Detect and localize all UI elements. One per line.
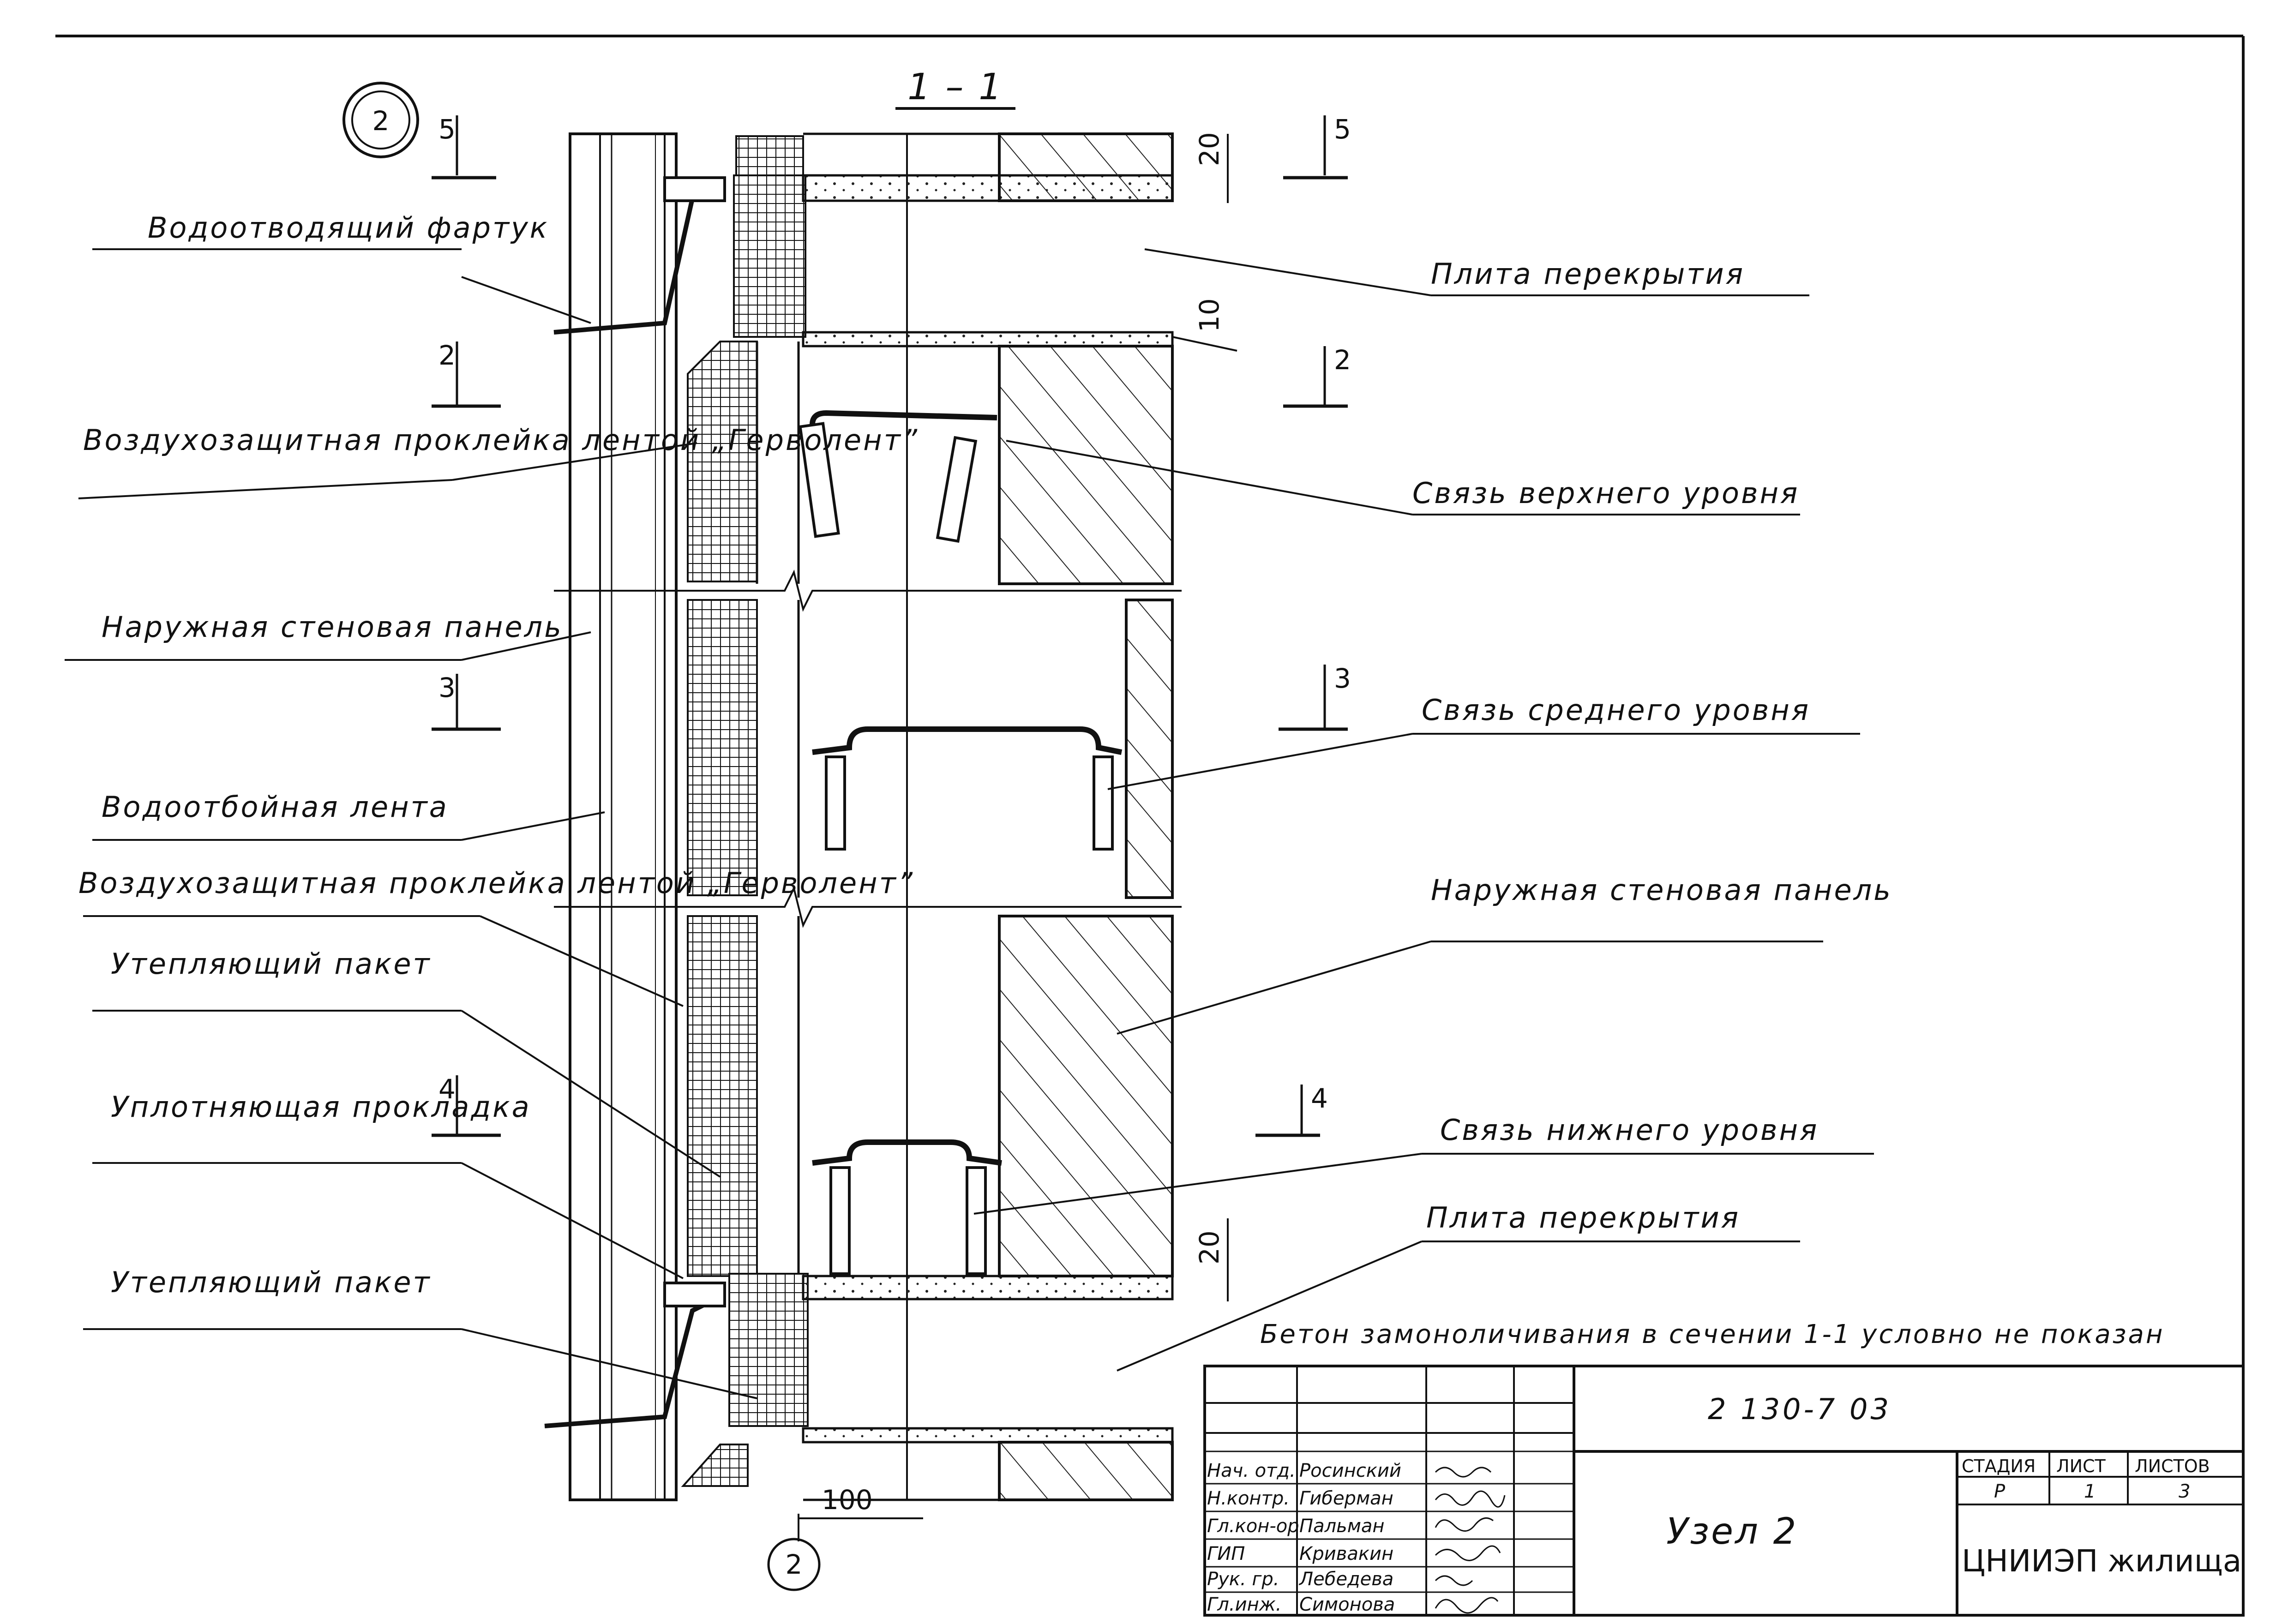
label-floor-slab-top: Плита перекрытия <box>1144 248 1809 296</box>
dimension-top-20: 20 <box>1194 132 1229 203</box>
stage-header: СТАДИЯ <box>1962 1456 2036 1476</box>
role-3: Гл.кон-ор <box>1207 1516 1299 1537</box>
svg-text:3: 3 <box>438 672 456 703</box>
svg-text:10: 10 <box>1194 298 1225 332</box>
label-drip-apron-text: Водоотводящий фартук <box>148 211 549 245</box>
tie-upper <box>799 410 997 543</box>
section-title-text: 1 – 1 <box>907 66 1003 108</box>
cut-marker-4-left: 4 <box>432 1073 501 1137</box>
joint-cavity <box>756 134 908 1500</box>
label-drip-apron: Водоотводящий фартук <box>92 211 591 324</box>
label-sealing-gasket-text: Уплотняющая прокладка <box>111 1090 531 1124</box>
role-1: Нач. отд. <box>1207 1460 1296 1481</box>
stage-value: Р <box>1994 1481 2006 1502</box>
name-5: Лебедева <box>1298 1569 1393 1590</box>
name-4: Кривакин <box>1299 1543 1393 1564</box>
name-2: Гиберман <box>1299 1488 1393 1509</box>
organization: ЦНИИЭП жилища <box>1962 1543 2241 1579</box>
insulation <box>681 135 809 1487</box>
dimension-bottom-20: 20 <box>1194 1218 1229 1301</box>
svg-text:4: 4 <box>1311 1083 1328 1114</box>
label-tie-middle-text: Связь среднего уровня <box>1422 693 1810 727</box>
label-insulation-2: Утепляющий пакет <box>83 1265 757 1399</box>
cut-marker-2-right: 2 <box>1283 344 1351 408</box>
name-1: Росинский <box>1299 1460 1401 1481</box>
drawing-title: Узел 2 <box>1666 1511 1798 1552</box>
sheet-value: 1 <box>2084 1481 2096 1502</box>
title-block: 2 130-7 03 Узел 2 СТАДИЯ ЛИСТ ЛИСТОВ Р 1… <box>1203 1365 2245 1617</box>
role-6: Гл.инж. <box>1207 1594 1281 1615</box>
sheets-header: ЛИСТОВ <box>2135 1456 2210 1476</box>
tie-middle <box>812 726 1123 851</box>
label-floor-slab-bottom-text: Плита перекрытия <box>1426 1201 1740 1234</box>
svg-text:100: 100 <box>822 1484 873 1516</box>
tie-lower <box>812 1139 1002 1275</box>
node-marker-bottom: 2 <box>767 1538 821 1591</box>
label-insulation-2-text: Утепляющий пакет <box>111 1265 432 1299</box>
cut-marker-3-right: 3 <box>1279 663 1351 731</box>
cut-marker-5-left: 5 <box>432 114 496 180</box>
label-floor-slab-top-text: Плита перекрытия <box>1431 257 1745 291</box>
svg-text:2: 2 <box>1334 344 1351 376</box>
label-outer-panel-right: Наружная стеновая панель <box>1117 873 1892 1035</box>
inner-panel <box>998 132 1174 1501</box>
drip-flashing <box>544 176 726 1428</box>
label-tie-lower: Связь нижнего уровня <box>973 1113 1874 1215</box>
floor-slab-bottom <box>802 1275 1174 1501</box>
label-air-tape-2: Воздухозащитная проклейка лентой „Гервол… <box>78 866 914 1007</box>
label-drip-tape-text: Водоотбойная лента <box>102 790 449 824</box>
svg-text:20: 20 <box>1194 132 1225 166</box>
signatures <box>1435 1467 1506 1614</box>
outer-panel <box>569 132 678 1501</box>
name-6: Симонова <box>1299 1594 1395 1615</box>
svg-text:2: 2 <box>438 340 456 371</box>
label-insulation-1-text: Утепляющий пакет <box>111 947 432 981</box>
node-marker-bottom-number: 2 <box>786 1549 803 1580</box>
dimension-100: 100 <box>798 1484 923 1541</box>
concrete-note: Бетон замоноличивания в сечении 1-1 усло… <box>1260 1319 2164 1349</box>
svg-text:5: 5 <box>1334 114 1351 145</box>
svg-text:4: 4 <box>438 1073 456 1105</box>
break-lines <box>554 569 1182 928</box>
role-4: ГИП <box>1207 1543 1245 1564</box>
cut-marker-3-left: 3 <box>432 672 501 731</box>
label-tie-upper: Связь верхнего уровня <box>1006 440 1800 515</box>
role-5: Рук. гр. <box>1207 1569 1279 1590</box>
label-drip-tape: Водоотбойная лента <box>92 790 605 841</box>
label-air-tape-2-text: Воздухозащитная проклейка лентой „Гервол… <box>78 866 914 900</box>
cut-marker-5-right: 5 <box>1283 114 1351 180</box>
label-outer-panel-right-text: Наружная стеновая панель <box>1431 873 1892 907</box>
svg-text:20: 20 <box>1194 1230 1225 1264</box>
node-marker-number: 2 <box>372 105 390 137</box>
node-marker: 2 <box>342 82 419 158</box>
sheets-value: 3 <box>2179 1481 2190 1502</box>
label-air-tape-1-text: Воздухозащитная проклейка лентой „Гервол… <box>83 423 919 457</box>
label-outer-panel-left: Наружная стеновая панель <box>65 610 591 661</box>
label-air-tape-1: Воздухозащитная проклейка лентой „Гервол… <box>78 423 919 499</box>
label-insulation-1: Утепляющий пакет <box>92 947 721 1178</box>
cut-marker-4-right: 4 <box>1255 1083 1328 1137</box>
label-floor-slab-bottom: Плита перекрытия <box>1117 1201 1800 1372</box>
role-2: Н.контр. <box>1207 1488 1290 1509</box>
label-tie-upper-text: Связь верхнего уровня <box>1412 476 1799 510</box>
cut-marker-2-left: 2 <box>432 340 501 408</box>
label-outer-panel-left-text: Наружная стеновая панель <box>102 610 563 644</box>
sheet-frame <box>55 35 2245 1615</box>
svg-text:5: 5 <box>438 114 456 145</box>
label-tie-lower-text: Связь нижнего уровня <box>1440 1113 1819 1147</box>
section-title: 1 – 1 <box>895 66 1015 110</box>
drawing-code: 2 130-7 03 <box>1708 1392 1892 1426</box>
sheet-header: ЛИСТ <box>2056 1456 2106 1476</box>
svg-text:3: 3 <box>1334 663 1351 694</box>
name-3: Пальман <box>1299 1516 1385 1537</box>
label-tie-middle: Связь среднего уровня <box>1107 693 1860 790</box>
label-sealing-gasket: Уплотняющая прокладка <box>92 1090 684 1279</box>
dimension-10: 10 <box>1172 298 1237 352</box>
